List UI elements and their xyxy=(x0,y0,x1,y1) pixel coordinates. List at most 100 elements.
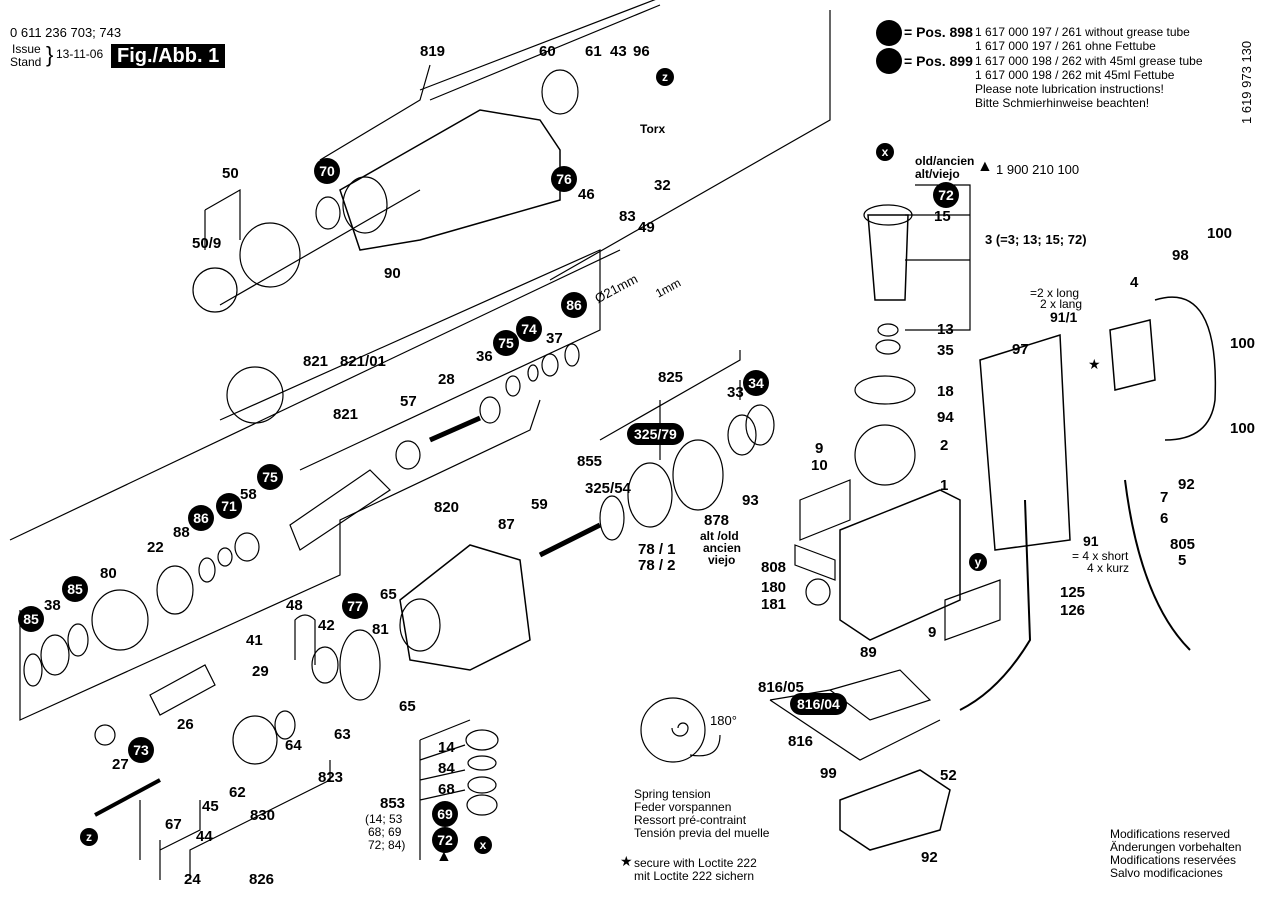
armature xyxy=(867,214,909,301)
position-label: 65 xyxy=(399,698,416,715)
position-label: 24 xyxy=(184,871,201,888)
gear-878-line3: viejo xyxy=(708,553,736,567)
grease-badge: 75 xyxy=(257,464,283,490)
label-180-181 xyxy=(805,578,831,606)
position-label: 4 xyxy=(1130,274,1139,291)
grease-badge: 69 xyxy=(432,801,458,827)
position-label: 50 xyxy=(222,165,239,182)
old-version-label-2: alt/viejo xyxy=(915,167,960,181)
shaft-855 xyxy=(538,522,602,558)
label-9-right xyxy=(944,579,1001,641)
position-label: 97 xyxy=(1012,341,1029,358)
position-label: 88 xyxy=(173,524,190,541)
motor-housing-1 xyxy=(839,489,961,641)
gear-housing-820 xyxy=(399,544,531,671)
ring-70 xyxy=(315,196,341,230)
bearing-69 xyxy=(466,794,498,816)
position-label: 45 xyxy=(202,798,219,815)
old-version-label-1: old/ancien xyxy=(915,154,975,168)
position-label: 15 xyxy=(934,208,951,225)
position-label: 808 xyxy=(761,559,787,576)
gear-878-line2: ancien xyxy=(703,541,742,555)
bearing-group-pos: 853 xyxy=(380,795,406,812)
gear-22 xyxy=(156,565,194,615)
position-label: 93 xyxy=(742,492,759,509)
position-label: 805 xyxy=(1170,536,1196,553)
position-label: 37 xyxy=(546,330,563,347)
position-label: 1 xyxy=(940,477,949,494)
spring-line2: Feder vorspannen xyxy=(634,800,732,814)
position-label: 43 xyxy=(610,43,627,60)
position-label: 2 xyxy=(940,437,949,454)
position-label: 14 xyxy=(438,739,455,756)
position-label: 42 xyxy=(318,617,335,634)
position-label: 180 xyxy=(761,579,787,596)
grease-dot-898 xyxy=(876,20,902,46)
position-label: 26 xyxy=(177,716,194,733)
pos-899-line1: 1 617 000 198 / 262 with 45ml grease tub… xyxy=(975,54,1203,68)
position-label: 823 xyxy=(318,769,344,786)
position-label: 32 xyxy=(654,177,671,194)
position-label: 64 xyxy=(285,737,302,754)
group-frame-upper xyxy=(419,0,831,281)
spring-80 xyxy=(91,589,149,651)
impact-tube xyxy=(289,469,391,551)
handle-housing-97 xyxy=(979,333,1071,551)
position-label: 41 xyxy=(246,632,263,649)
lubrication-note-en: Please note lubrication instructions! xyxy=(975,82,1164,96)
sleeve-58 xyxy=(234,532,260,562)
issue-date: 13-11-06 xyxy=(56,47,104,61)
position-label: 125 xyxy=(1060,584,1086,601)
ring-71 xyxy=(217,547,233,567)
loctite-line2: mit Loctite 222 sichern xyxy=(634,869,755,883)
position-label: 7 xyxy=(1160,489,1169,506)
bearing-group-line2: 68; 69 xyxy=(368,825,402,839)
screws-91-line1: = 4 x short xyxy=(1072,549,1129,563)
cylinder-26 xyxy=(149,664,216,716)
stand-label: Stand xyxy=(10,55,42,69)
reference-badge: z xyxy=(80,828,98,846)
armature-bracket xyxy=(905,184,971,331)
assembly-pill: 325/79 xyxy=(627,423,684,445)
assembly-pill: 816/04 xyxy=(790,693,847,715)
position-label: 89 xyxy=(860,644,877,661)
clip-48 xyxy=(294,614,316,665)
star-icon: ★ xyxy=(620,853,633,869)
loctite-line1: secure with Loctite 222 xyxy=(634,856,757,870)
position-label: 52 xyxy=(940,767,957,784)
spring-angle: 180° xyxy=(710,713,737,728)
reference-badge: x xyxy=(876,143,894,161)
modifications-line2: Änderungen vorbehalten xyxy=(1110,840,1242,854)
bracket-853 xyxy=(419,719,471,860)
wobble-830 xyxy=(232,715,278,765)
position-label: 325/54 xyxy=(585,480,631,497)
torx-label: Torx xyxy=(640,122,666,136)
spring-spiral xyxy=(671,722,689,737)
position-label: 65 xyxy=(380,586,397,603)
position-label: 181 xyxy=(761,596,787,613)
screws-91-1-line2: 2 x lang xyxy=(1040,297,1083,311)
fan-33 xyxy=(727,414,757,456)
grease-badge: 72 xyxy=(933,182,959,208)
position-label: 33 xyxy=(727,384,744,401)
shaft-pinion xyxy=(94,778,161,817)
screws-91-1-pos: 91/1 xyxy=(1050,309,1078,325)
chuck-cap-50-9 xyxy=(192,267,238,313)
position-label: 821 xyxy=(303,353,329,370)
grease-badge: 86 xyxy=(188,505,214,531)
ring-86 xyxy=(564,343,580,367)
position-label: 27 xyxy=(112,756,129,773)
reference-badge: y xyxy=(969,553,987,571)
position-label: 92 xyxy=(921,849,938,866)
position-label: 38 xyxy=(44,597,61,614)
screws-91-1-line1: =2 x long xyxy=(1030,286,1080,300)
pos-898-line2: 1 617 000 197 / 261 ohne Fettube xyxy=(975,39,1156,53)
position-label: 100 xyxy=(1230,420,1256,437)
flange-825 xyxy=(672,439,724,511)
star-icon: ★ xyxy=(1088,356,1101,372)
position-label: 49 xyxy=(638,219,655,236)
sleeve-60 xyxy=(541,69,579,115)
position-label: 60 xyxy=(539,43,556,60)
ring-86b xyxy=(198,557,216,583)
